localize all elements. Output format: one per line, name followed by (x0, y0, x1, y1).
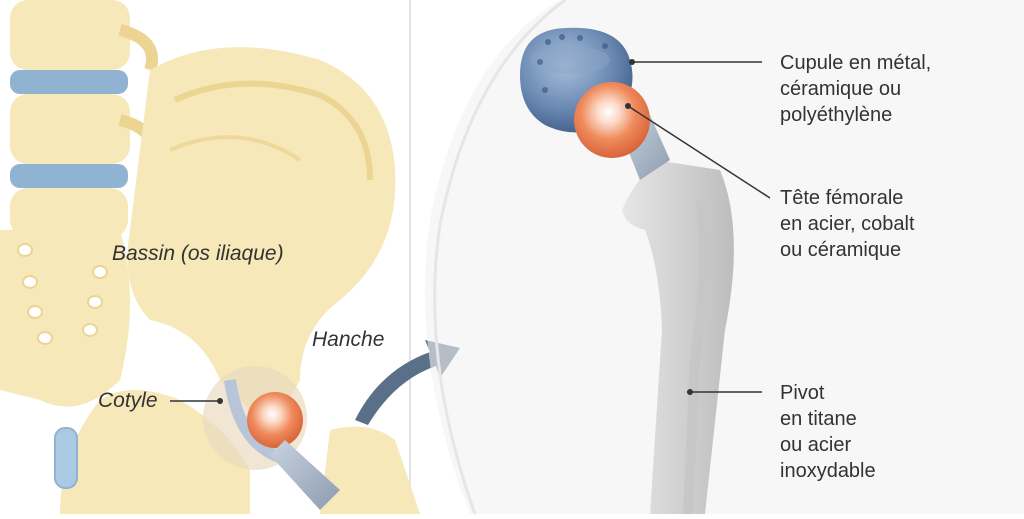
pelvis-label: Bassin (os iliaque) (112, 242, 284, 266)
stem-callout-line-2: en titane (780, 406, 876, 432)
hip-femoral-head (247, 392, 303, 448)
stem-callout: Pivot en titane ou acier inoxydable (780, 380, 876, 484)
cup-callout-line-3: polyéthylène (780, 102, 931, 128)
head-callout: Tête fémorale en acier, cobalt ou cérami… (780, 185, 915, 263)
cup-callout: Cupule en métal, céramique ou polyéthylè… (780, 50, 931, 128)
stem-callout-line-3: ou acier (780, 432, 876, 458)
sacrum (0, 230, 130, 407)
implant-femoral-head (574, 82, 650, 158)
head-callout-line-3: ou céramique (780, 237, 915, 263)
cup-callout-line-2: céramique ou (780, 76, 931, 102)
implant-zoom (425, 0, 1024, 514)
socket-label: Cotyle (98, 389, 158, 413)
cup-callout-line-1: Cupule en métal, (780, 50, 931, 76)
hip-label: Hanche (312, 328, 384, 352)
head-callout-line-2: en acier, cobalt (780, 211, 915, 237)
stem-callout-line-1: Pivot (780, 380, 876, 406)
stem-callout-line-4: inoxydable (780, 458, 876, 484)
head-callout-line-1: Tête fémorale (780, 185, 915, 211)
